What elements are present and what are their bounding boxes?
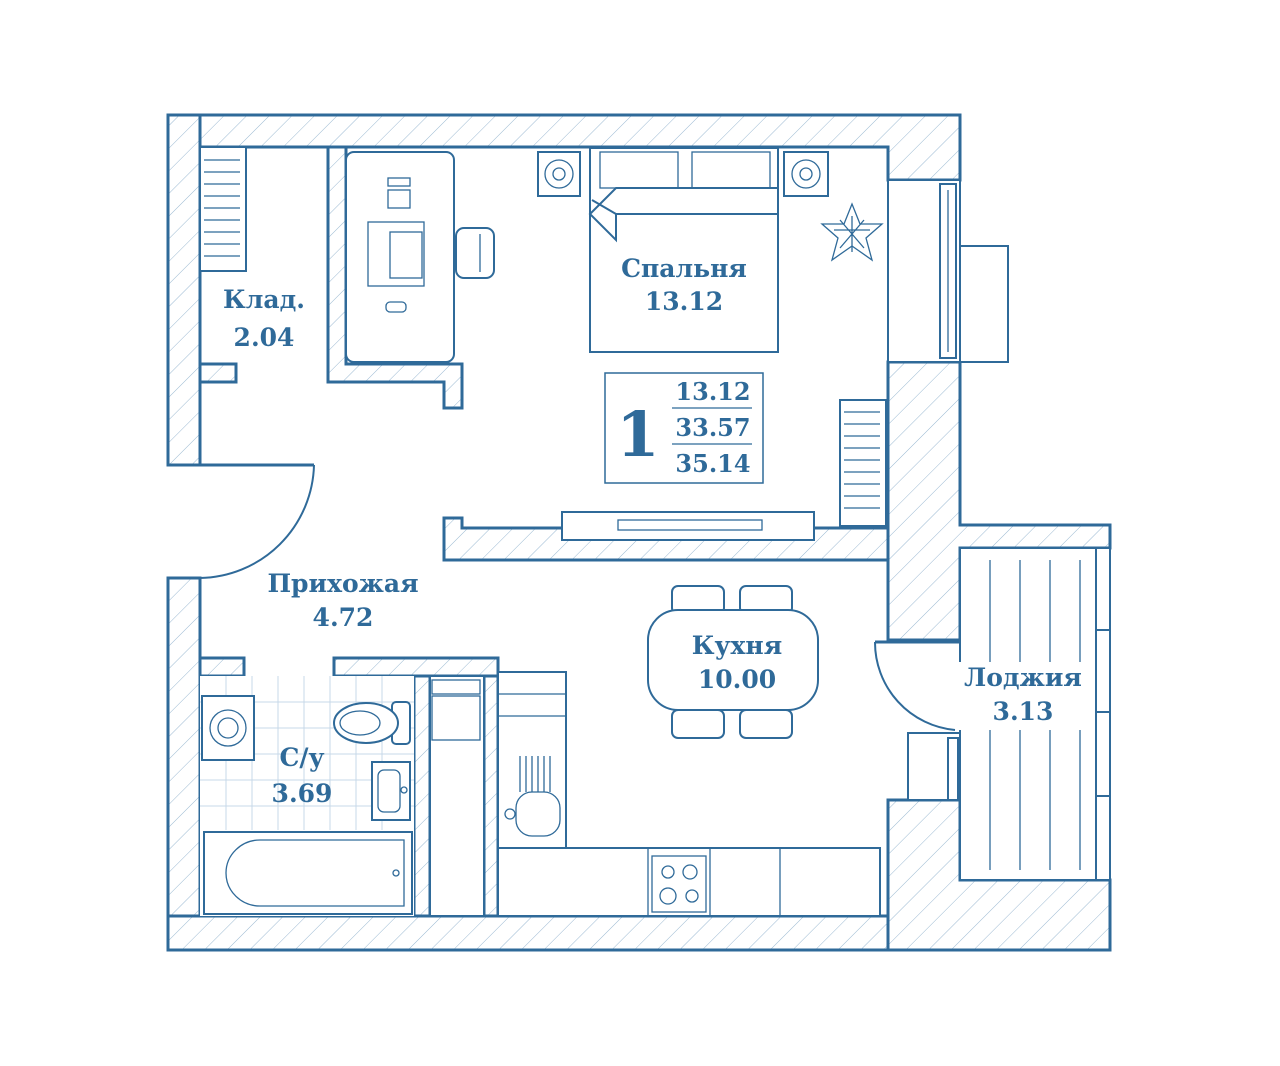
hallway-area: 4.72 [313,603,374,632]
label-loggia: Лоджия 3.13 [958,662,1088,730]
label-hallway: Прихожая 4.72 [267,569,418,632]
loggia-door [873,640,960,731]
entry-door [196,463,315,579]
bedroom-name: Спальня [621,254,747,283]
toilet-icon [333,701,411,745]
bathtub-icon [203,831,413,915]
kitchen-area: 10.00 [698,665,776,694]
kitchen-sink-icon [504,756,561,837]
loggia-area: 3.13 [993,697,1054,726]
living-area: 13.12 [675,377,750,406]
bathroom-area: 3.69 [272,779,333,808]
label-bedroom: Спальня 13.12 [621,254,747,316]
loggia-name: Лоджия [964,663,1082,692]
fridge [429,675,485,917]
tv-stand [561,511,815,541]
nightstand-right [783,151,829,197]
total-area: 33.57 [675,413,750,442]
sink-icon [371,761,411,821]
desk-chair-icon [455,227,495,279]
kitchen-name: Кухня [692,631,782,660]
bedroom-window [887,179,1009,363]
area-summary: 1 13.12 33.57 35.14 [604,372,764,484]
storage-name: Клад. [223,285,305,314]
dining-set [647,585,819,739]
washing-machine-icon [201,695,255,761]
total-with-loggia: 35.14 [675,449,750,478]
bedroom-wardrobe [839,399,887,527]
bed [588,147,779,353]
storage-shelf [199,146,247,272]
kitchen-counter [497,671,881,917]
label-bathroom: С/у 3.69 [272,743,333,808]
plant-icon [820,202,884,262]
storage-area: 2.04 [234,323,295,352]
rooms-count: 1 [616,398,659,471]
nightstand-left [537,151,581,197]
bathroom-name: С/у [279,743,324,772]
desk [345,151,495,363]
hallway-name: Прихожая [267,569,418,598]
label-storage: Клад. 2.04 [223,285,305,352]
bedroom-area: 13.12 [645,287,723,316]
stove-icon [651,855,707,913]
kitchen-window [907,732,961,801]
label-kitchen: Кухня 10.00 [692,631,782,694]
